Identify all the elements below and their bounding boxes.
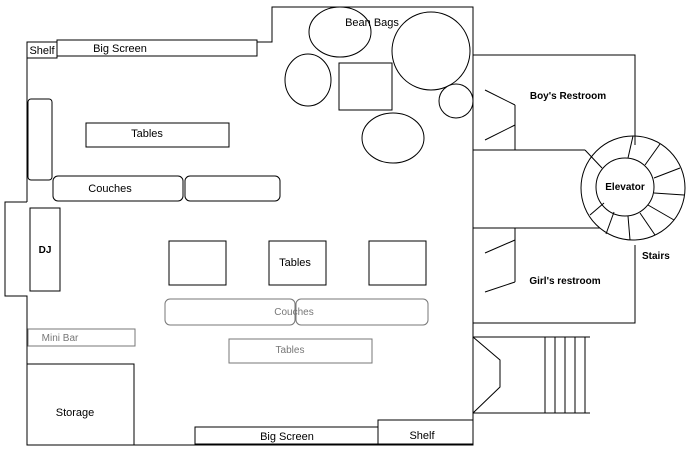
mini-bar-label: Mini Bar [42,333,79,344]
tables-bottom-label: Tables [276,345,305,356]
stairs-label: Stairs [642,251,670,262]
tables-center: Tables [168,240,427,286]
elevator-label: Elevator [605,182,645,193]
couches-center: Couches [164,298,429,326]
shelf-top-label: Shelf [29,45,55,57]
mini-bar: Mini Bar [27,328,136,347]
big-screen-top-label: Big Screen [93,43,147,55]
boys-restroom-label: Boy's Restroom [530,91,606,102]
left-couch [27,98,53,181]
shelf-bottom-label: Shelf [409,430,435,442]
tables-top-label: Tables [131,128,163,140]
storage: Storage [26,363,135,446]
top-wall-fixtures: Shelf Big Screen [26,39,258,59]
big-screen-bottom-label: Big Screen [260,431,314,443]
couches-center-label: Couches [274,307,313,318]
dj-booth: DJ [29,207,61,292]
couches-top: Couches [52,175,281,202]
bean-bags-label: Bean Bags [345,17,399,29]
bean-bags: Bean Bags [284,6,474,164]
tables-center-label: Tables [279,257,311,269]
tables-bottom: Tables [228,338,373,364]
entrance-steps [472,336,590,414]
girls-restroom: Girl's restroom [484,228,601,293]
girls-restroom-label: Girl's restroom [529,276,600,287]
couches-top-label: Couches [88,183,132,195]
dj-label: DJ [39,245,52,256]
storage-label: Storage [56,407,95,419]
boys-restroom: Boy's Restroom [484,89,606,150]
tables-top: Tables [85,122,230,148]
stairs-elevator: Elevator Stairs [580,135,686,262]
bottom-wall-fixtures: Big Screen Shelf [194,419,474,445]
